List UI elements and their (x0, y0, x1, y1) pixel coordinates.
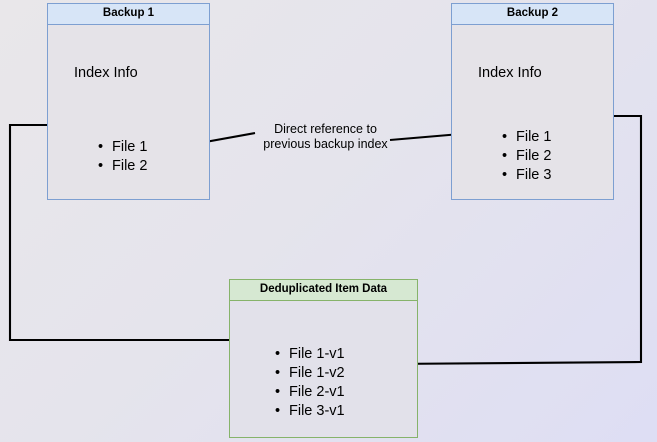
node-backup-2-file-list: File 1 File 2 File 3 (502, 128, 551, 185)
node-backup-1-file-list: File 1 File 2 (98, 138, 147, 176)
list-item: File 3 (502, 166, 551, 185)
node-backup-1-body: Index Info File 1 File 2 (48, 25, 209, 199)
node-backup-1-section-label: Index Info (74, 65, 138, 81)
list-item: File 2-v1 (275, 383, 345, 402)
node-backup-1[interactable]: Backup 1 Index Info File 1 File 2 (47, 3, 210, 200)
list-item: File 2 (502, 147, 551, 166)
node-deduplicated-item-data[interactable]: Deduplicated Item Data File 1-v1 File 1-… (229, 279, 418, 438)
list-item: File 1 (98, 138, 147, 157)
edge-label-direct-reference: Direct reference to previous backup inde… (263, 122, 388, 151)
list-item: File 2 (98, 157, 147, 176)
list-item: File 1-v2 (275, 364, 345, 383)
node-deduplicated-item-data-body: File 1-v1 File 1-v2 File 2-v1 File 3-v1 (230, 301, 417, 437)
node-backup-2-body: Index Info File 1 File 2 File 3 (452, 25, 613, 199)
list-item: File 1-v1 (275, 345, 345, 364)
node-backup-2-header: Backup 2 (452, 4, 613, 25)
node-backup-1-header: Backup 1 (48, 4, 209, 25)
node-backup-2[interactable]: Backup 2 Index Info File 1 File 2 File 3 (451, 3, 614, 200)
node-deduplicated-item-data-file-list: File 1-v1 File 1-v2 File 2-v1 File 3-v1 (275, 345, 345, 421)
list-item: File 3-v1 (275, 402, 345, 421)
list-item: File 1 (502, 128, 551, 147)
node-backup-2-section-label: Index Info (478, 65, 542, 81)
node-deduplicated-item-data-header: Deduplicated Item Data (230, 280, 417, 301)
